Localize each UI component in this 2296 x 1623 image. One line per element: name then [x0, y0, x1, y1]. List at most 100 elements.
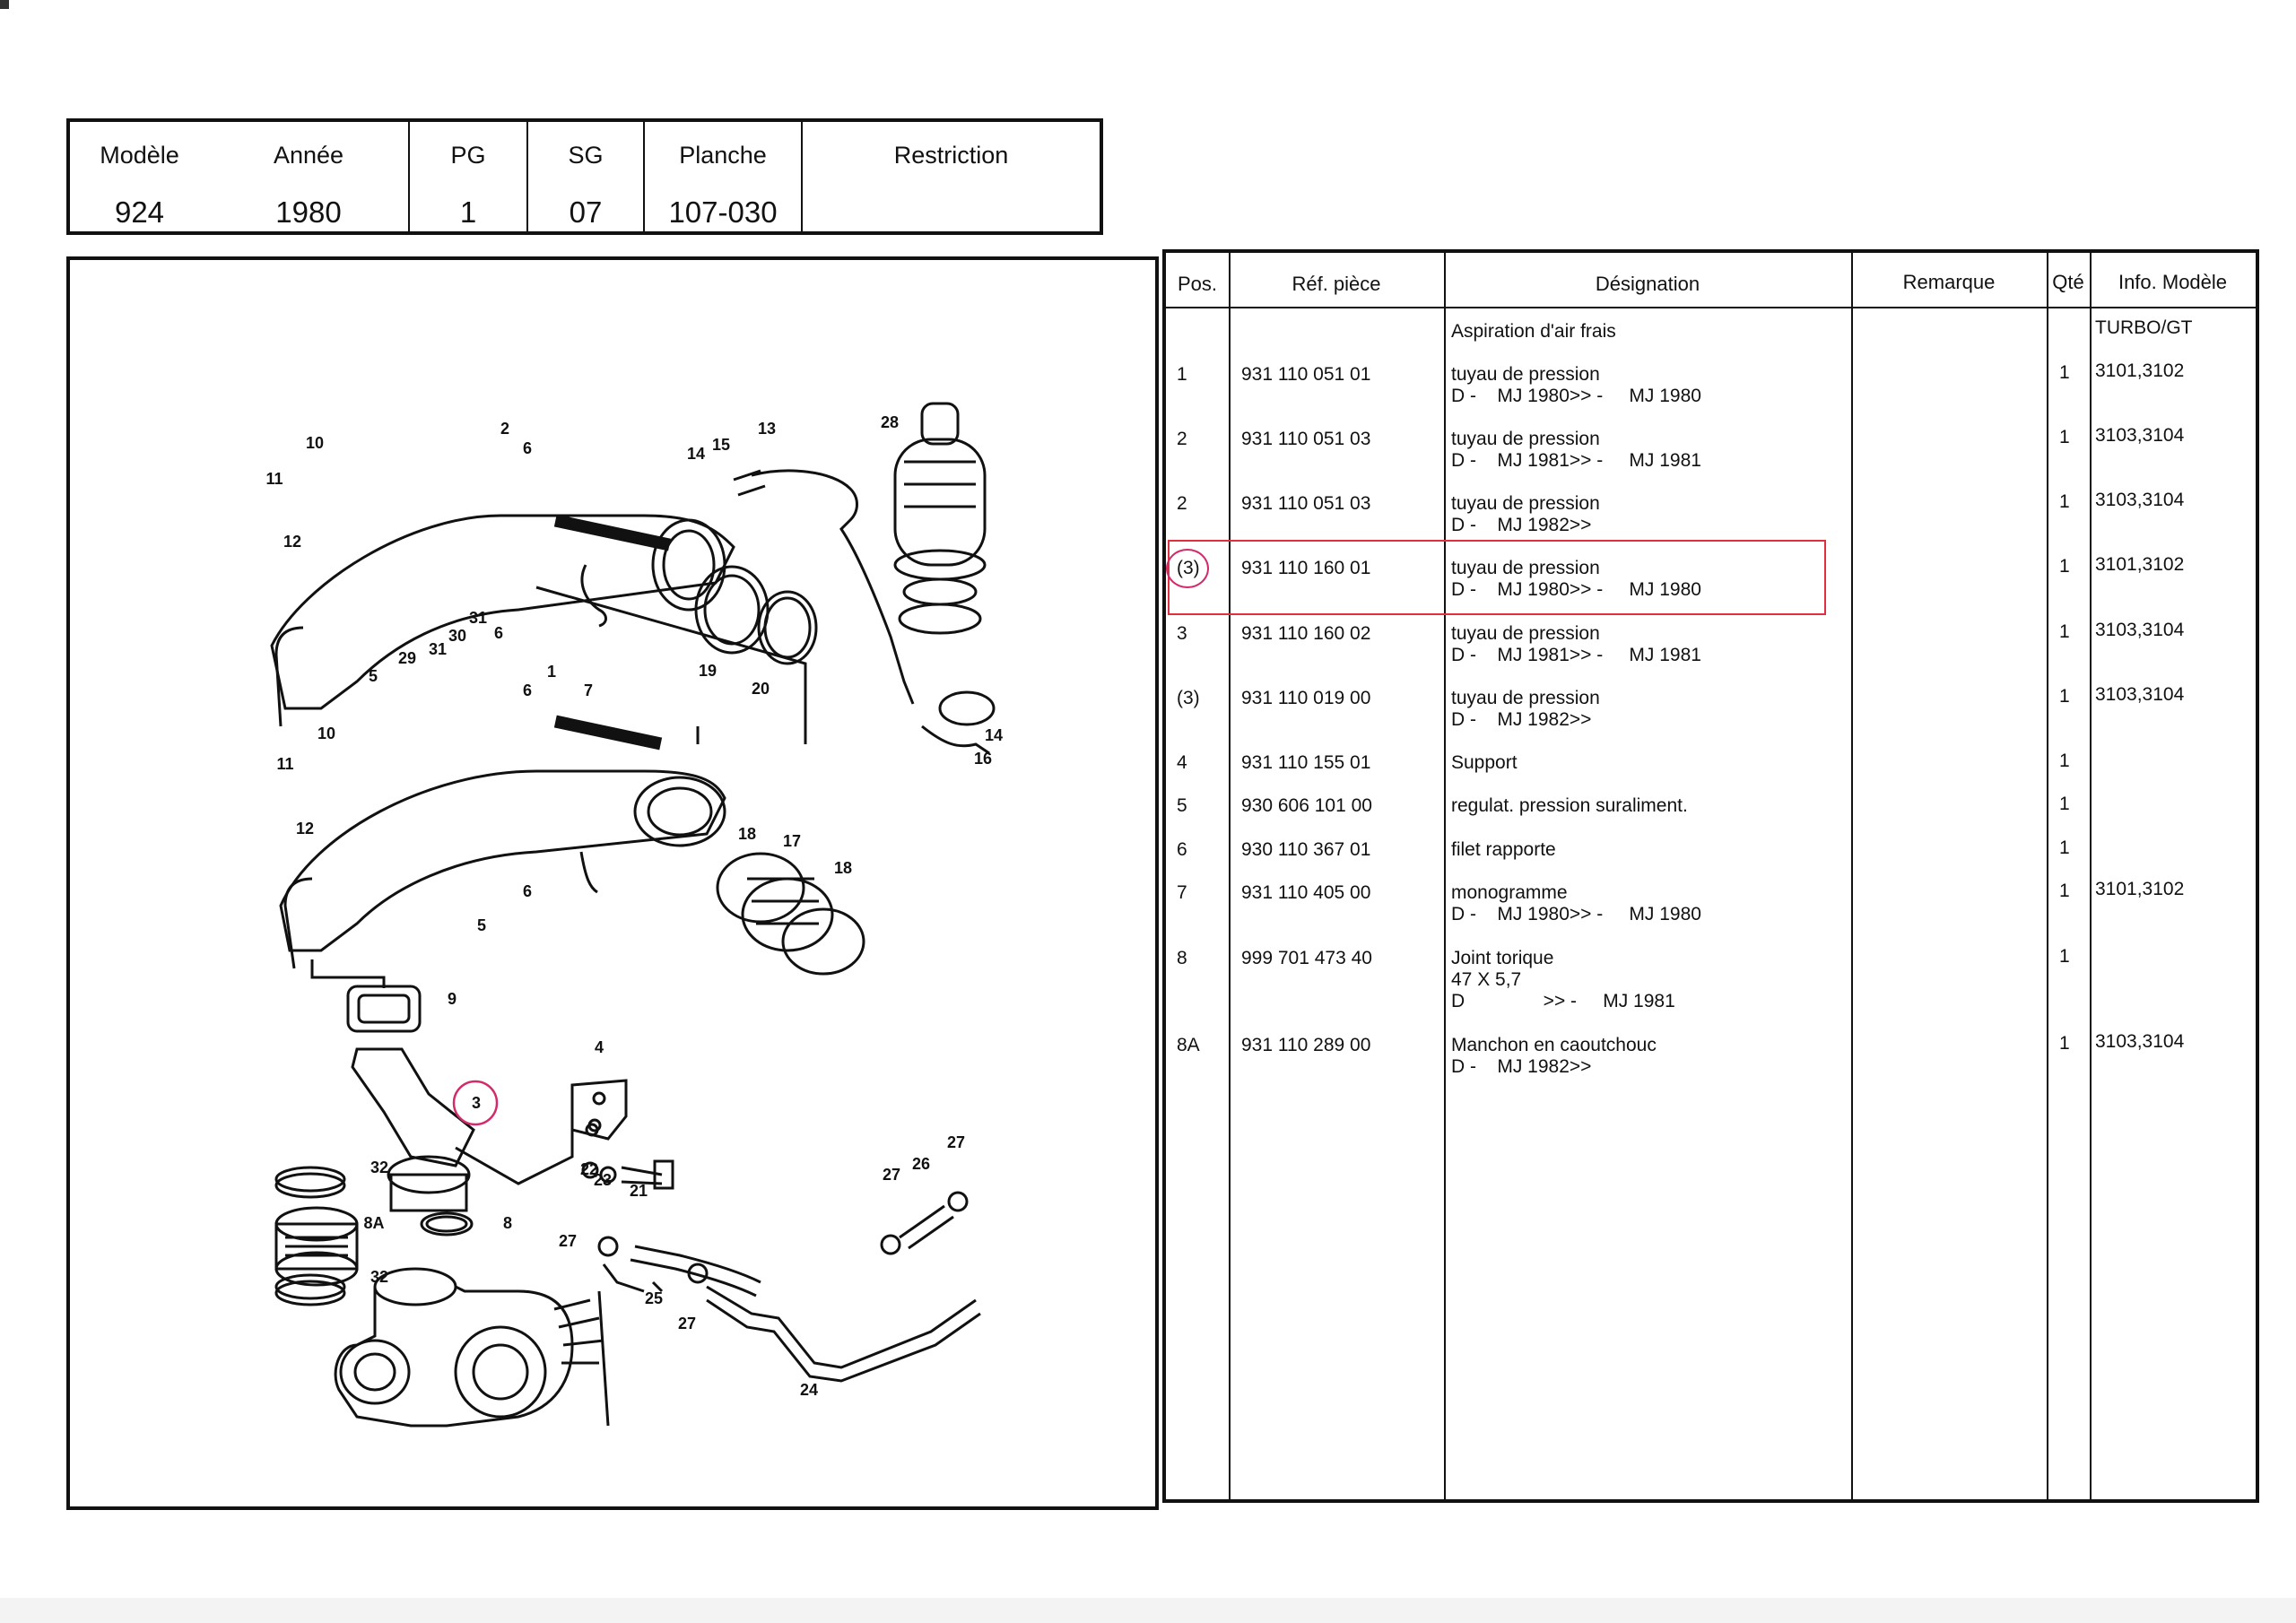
- row-designation: Joint torique: [1451, 948, 1554, 968]
- row-qty: 1: [2059, 686, 2070, 707]
- svg-text:12: 12: [296, 820, 314, 838]
- svg-text:17: 17: [783, 832, 801, 850]
- row-qty: 1: [2059, 427, 2070, 447]
- svg-text:6: 6: [523, 882, 532, 900]
- row-detail: D - MJ 1982>>: [1451, 515, 1592, 535]
- svg-text:32: 32: [370, 1268, 388, 1286]
- header-ref: Réf. pièce: [1292, 273, 1381, 295]
- svg-text:16: 16: [974, 750, 992, 768]
- row-designation: tuyau de pression: [1451, 493, 1600, 514]
- svg-text:22: 22: [580, 1160, 598, 1178]
- svg-text:4: 4: [595, 1038, 604, 1056]
- col-divider: [1851, 253, 1853, 1499]
- pos-circle-mark: [1166, 549, 1209, 588]
- row-qty: 1: [2059, 621, 2070, 642]
- year-label: Année: [273, 142, 344, 169]
- row-pos: 5: [1177, 795, 1187, 816]
- row-designation: regulat. pression suraliment.: [1451, 795, 1688, 816]
- svg-text:27: 27: [678, 1315, 696, 1332]
- svg-text:14: 14: [985, 726, 1003, 744]
- svg-text:30: 30: [448, 627, 466, 645]
- row-detail: D - MJ 1982>>: [1451, 1056, 1592, 1077]
- row-pos: 3: [1177, 623, 1187, 644]
- sg-label: SG: [568, 142, 604, 169]
- svg-text:9: 9: [448, 990, 457, 1008]
- row-qty: 1: [2059, 751, 2070, 771]
- row-model-info: 3101,3102: [2095, 554, 2185, 575]
- svg-text:25: 25: [645, 1289, 663, 1307]
- restriction-label: Restriction: [893, 142, 1009, 169]
- model-label: Modèle: [100, 142, 179, 169]
- header-model-info: Info. Modèle: [2118, 271, 2228, 293]
- svg-text:2: 2: [500, 420, 509, 438]
- row-qty: 1: [2059, 838, 2070, 858]
- row-qty: 1: [2059, 946, 2070, 967]
- header-divider: [1166, 307, 2256, 308]
- row-pos: 1: [1177, 364, 1187, 385]
- row-qty: 1: [2059, 794, 2070, 814]
- row-model-info: 3103,3104: [2095, 1031, 2185, 1052]
- row-model-info: 3103,3104: [2095, 425, 2185, 446]
- row-pos: (3): [1177, 688, 1200, 708]
- row-ref: 931 110 051 03: [1241, 493, 1371, 514]
- svg-text:14: 14: [687, 445, 705, 463]
- row-ref: 931 110 405 00: [1241, 882, 1371, 903]
- row-ref: 931 110 289 00: [1241, 1035, 1371, 1055]
- parts-table: Pos. Réf. pièce Désignation Remarque Qté…: [1162, 249, 2259, 1503]
- row-detail: D - MJ 1982>>: [1451, 709, 1592, 730]
- col-divider: [1444, 253, 1446, 1499]
- svg-text:28: 28: [881, 413, 899, 431]
- row-ref: 930 606 101 00: [1241, 795, 1372, 816]
- svg-text:5: 5: [369, 667, 378, 685]
- svg-text:23: 23: [594, 1171, 612, 1189]
- svg-text:18: 18: [834, 859, 852, 877]
- row-detail: D - MJ 1981>> - MJ 1981: [1451, 450, 1701, 471]
- row-model-info: 3103,3104: [2095, 490, 2185, 510]
- row-model-info: 3101,3102: [2095, 360, 2185, 381]
- scan-bottom-margin: [0, 1598, 2296, 1623]
- row-ref: 931 110 155 01: [1241, 752, 1371, 773]
- row-designation: tuyau de pression: [1451, 688, 1600, 708]
- row-model-info: 3103,3104: [2095, 684, 2185, 705]
- restriction-cell: Restriction: [803, 122, 1100, 231]
- row-detail: D - MJ 1981>> - MJ 1981: [1451, 645, 1701, 665]
- row-designation: filet rapporte: [1451, 839, 1556, 860]
- section-title: Aspiration d'air frais: [1451, 321, 1616, 342]
- svg-text:24: 24: [800, 1381, 818, 1399]
- svg-text:10: 10: [306, 434, 324, 452]
- col-divider: [2047, 253, 2048, 1499]
- svg-text:3: 3: [472, 1094, 481, 1112]
- row-model-info: 3101,3102: [2095, 879, 2185, 899]
- header-qty: Qté: [2052, 271, 2084, 293]
- row-pos: 2: [1177, 493, 1187, 514]
- sg-value: 07: [569, 195, 603, 229]
- row-pos: 6: [1177, 839, 1187, 860]
- highlighted-row-box: [1168, 540, 1826, 615]
- model-value: 924: [114, 195, 165, 229]
- row-ref: 931 110 160 02: [1241, 623, 1371, 644]
- row-ref: 931 110 019 00: [1241, 688, 1371, 708]
- row-detail: D - MJ 1980>> - MJ 1980: [1451, 386, 1701, 406]
- header-designation: Désignation: [1595, 273, 1700, 295]
- row-pos: 2: [1177, 429, 1187, 449]
- row-ref: 999 701 473 40: [1241, 948, 1372, 968]
- row-designation: Manchon en caoutchouc: [1451, 1035, 1657, 1055]
- plate-value: 107-030: [668, 195, 778, 229]
- svg-text:27: 27: [559, 1232, 577, 1250]
- svg-text:31: 31: [469, 609, 487, 627]
- row-detail: D - MJ 1980>> - MJ 1980: [1451, 579, 1701, 600]
- svg-text:27: 27: [947, 1133, 965, 1151]
- svg-text:12: 12: [283, 533, 301, 551]
- row-qty: 1: [2059, 881, 2070, 901]
- row-designation: tuyau de pression: [1451, 429, 1600, 449]
- row-designation: tuyau de pression: [1451, 558, 1600, 578]
- svg-text:13: 13: [758, 420, 776, 438]
- svg-text:5: 5: [477, 916, 486, 934]
- svg-text:29: 29: [398, 649, 416, 667]
- svg-text:10: 10: [317, 725, 335, 742]
- row-pos: 8: [1177, 948, 1187, 968]
- section-model: TURBO/GT: [2095, 317, 2193, 338]
- header-table: Modèle 924 Année 1980 PG 1 SG 07 Planche…: [66, 118, 1103, 235]
- svg-text:21: 21: [630, 1182, 648, 1200]
- model-cell: Modèle 924: [70, 122, 209, 231]
